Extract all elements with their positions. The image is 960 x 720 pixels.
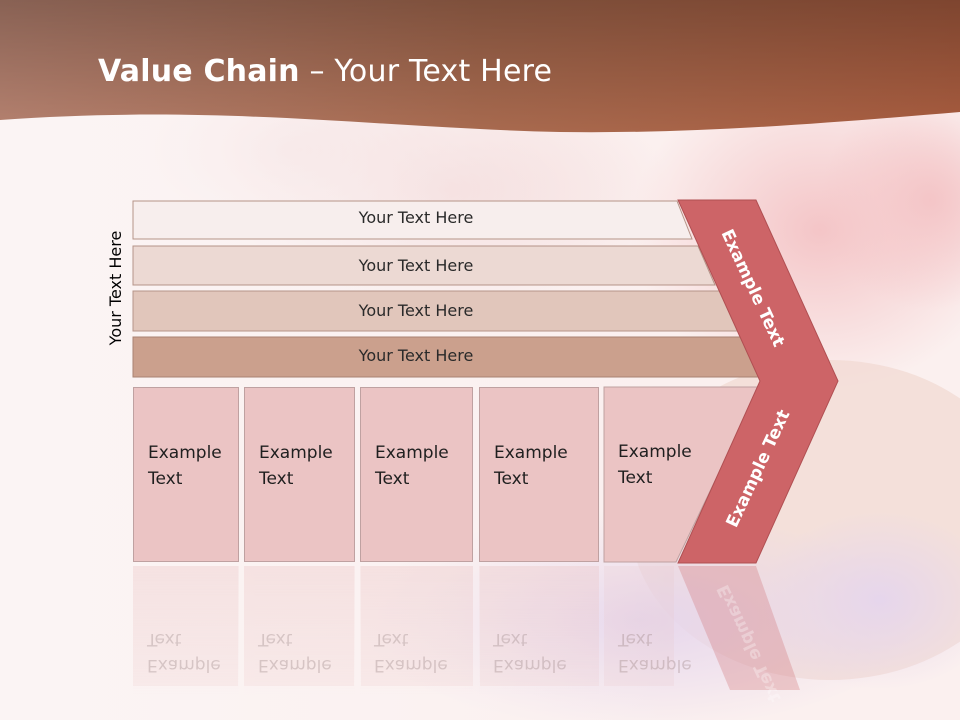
primary-box-4-line1: Example [494, 443, 568, 463]
support-row-2 [132, 245, 716, 286]
reflection-text: Example [374, 655, 448, 675]
primary-box-1-line1: Example [148, 443, 222, 463]
primary-box-5-line2: Text [618, 468, 653, 488]
support-row-3-text: Your Text Here [358, 301, 474, 320]
slide-title: Value Chain – Your Text Here [98, 54, 552, 89]
reflection-text: Example [258, 655, 332, 675]
primary-box-1: Example Text [133, 387, 239, 562]
primary-box-3: Example Text [360, 387, 473, 562]
primary-box-2-reflection: Example Text [244, 566, 355, 696]
reflection-text: Text [493, 629, 528, 649]
title-bold: Value Chain [98, 54, 300, 89]
box-reflection-bg [133, 566, 238, 686]
support-row-4-text: Your Text Here [358, 346, 474, 365]
primary-box-3-reflection: Example Text [360, 566, 473, 696]
support-row-1 [132, 200, 693, 240]
primary-box-5-shape [603, 386, 761, 563]
primary-box-3-line1: Example [375, 443, 449, 463]
reflection-text: Example [147, 655, 221, 675]
support-row-2-text: Your Text Here [358, 256, 474, 275]
reflection-text: Text [258, 629, 293, 649]
primary-box-5-reflection: Example Text [604, 566, 692, 696]
chevron-reflection [678, 566, 800, 690]
chevron-margin [677, 199, 839, 564]
primary-box-4-reflection: Example Text [479, 566, 599, 696]
primary-box-2-line2: Text [259, 469, 294, 489]
primary-box-1-reflection: Example Text [133, 566, 239, 696]
primary-box-4-line2: Text [494, 469, 529, 489]
title-rest: – Your Text Here [299, 54, 553, 89]
reflection-text: Text [374, 629, 409, 649]
primary-box-2: Example Text [244, 387, 355, 562]
reflection-text: Example [618, 655, 692, 675]
primary-box-3-line2: Text [375, 469, 410, 489]
primary-box-4: Example Text [479, 387, 599, 562]
reflection-text: Example [493, 655, 567, 675]
reflection-text: Text [618, 629, 653, 649]
support-row-1-text: Your Text Here [358, 208, 474, 227]
primary-box-1-line2: Text [148, 469, 183, 489]
primary-box-5-line1: Example [618, 442, 692, 462]
reflection-text: Text [147, 629, 182, 649]
primary-box-2-line1: Example [259, 443, 333, 463]
primary-box-5: Example Text [604, 387, 692, 491]
